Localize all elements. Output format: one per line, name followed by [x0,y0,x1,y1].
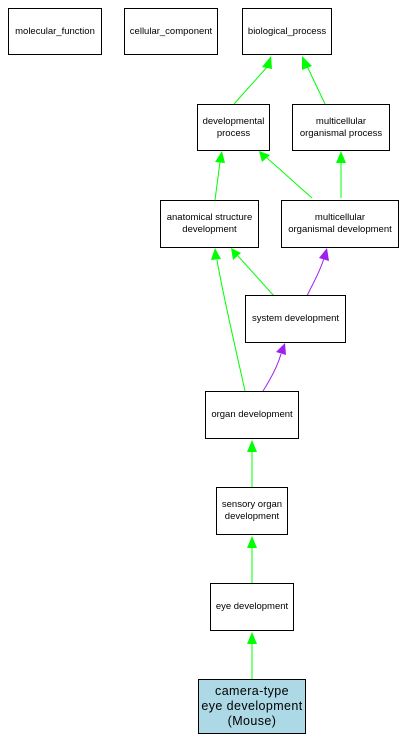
node-molecular-function[interactable]: molecular_function [8,8,102,55]
edge-anatdev-to-devproc [214,151,225,201]
node-sensory-organ-development[interactable]: sensory organ development [216,487,288,535]
edge-cameraeye-to-eyedev [247,632,257,679]
edge-mcdev-to-mcproc [336,151,346,198]
node-multicellular-organismal-process[interactable]: multicellular organismal process [292,104,390,151]
edge-sysdev-to-mcdev [306,248,329,297]
node-cellular-component[interactable]: cellular_component [124,8,218,55]
node-camera-type-eye-development[interactable]: camera-type eye development (Mouse) [198,679,306,734]
node-organ-development[interactable]: organ development [205,391,299,439]
edge-mcproc-to-bioproc [302,56,326,105]
edge-mcdev-to-devproc [259,151,313,199]
edge-sysdev-to-anatdev [231,248,275,297]
edge-organdev-to-anatdev [211,248,246,392]
node-eye-development[interactable]: eye development [210,583,294,631]
node-multicellular-organismal-development[interactable]: multicellular organismal development [281,200,399,248]
node-developmental-process[interactable]: developmental process [197,104,270,151]
node-anatomical-structure-development[interactable]: anatomical structure development [160,200,259,248]
node-biological-process[interactable]: biological_process [242,8,332,55]
edge-sensorydev-to-organdev [247,440,257,487]
node-system-development[interactable]: system development [245,295,346,343]
edge-eyedev-to-sensorydev [247,536,257,583]
edge-devproc-to-bioproc [233,56,272,105]
edge-organdev-to-sysdev [262,343,286,392]
